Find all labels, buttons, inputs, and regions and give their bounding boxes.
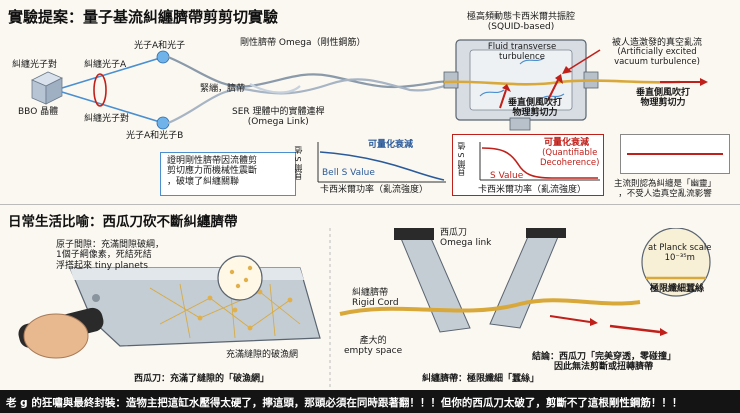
excited-turbulence-label: 被人造激發的真空亂流 (Artificially excited vacuum …	[612, 38, 702, 68]
proof-box: 證明剛性臍帶因流體剪 剪切應力而機械性震斷 ，破壞了糾纏關聯	[160, 152, 296, 196]
entanglement-ring-icon	[93, 73, 107, 107]
atom-gap-line2: 1個子綱像素，死結死結	[56, 250, 152, 261]
silk-label: 極限纖細蠶絲	[650, 284, 705, 294]
vertical-wind-label: 垂直側風吹打 物理剪切力	[508, 98, 562, 119]
cord-caption: 糾纏臍帶：極限纖細「蠶絲」	[422, 374, 540, 384]
cord-label-line2: Rigid Cord	[352, 298, 399, 309]
chart1-curve	[319, 151, 445, 181]
broken-net-label: 充滿縫隙的破漁網	[226, 350, 299, 360]
bbo-crystal-icon	[31, 71, 63, 105]
chart2-sub1: (Quantifiable	[542, 148, 598, 158]
knife-right-icon	[489, 228, 566, 329]
chart1-title: 可量化衰減	[368, 140, 414, 150]
photon-a-in-label: 糾纏光子A	[84, 60, 127, 70]
planck-label: at Planck scale 10⁻³⁵m	[648, 243, 712, 264]
footer-text: 老 g 的狂嘯與最終封裝：造物主把這缸水壓得太硬了，擰這頭，那頭必須在同時跟著翻…	[6, 397, 683, 409]
ser-label: SER 理體中的實體連桿 (Omega Link)	[232, 107, 325, 128]
conclusion-label: 結論：西瓜刀「完美穿透，零碰撞」 因此無法剪斷或扭轉臍帶	[532, 352, 676, 373]
vertical-wind-line2: 物理剪切力	[512, 108, 558, 119]
tight-label: 緊繃，臍帶	[200, 84, 246, 94]
net-nodes	[197, 289, 293, 331]
mainstream-label: 主流則認為糾纏是「幽靈」 ，不受人造真空亂流影響	[614, 179, 717, 200]
rigid-band-label: 剛性臍帶 Omega（剛性鋼筋）	[240, 38, 366, 48]
bbo-label: BBO 晶體	[18, 107, 59, 117]
chart1-xlabel: 卡西米爾功率（亂流強度）	[320, 185, 429, 195]
atom-gap-line3: 浮搭起來 tiny planets	[56, 260, 148, 271]
section-title: 日常生活比喻：西瓜刀砍不斷糾纏臍帶	[8, 214, 238, 230]
vertical-wind-line1: 垂直側風吹打	[508, 98, 563, 108]
conclusion-line2: 因此無法剪斷或扭轉臍帶	[554, 362, 654, 373]
chart2-xlabel: 卡西米爾功率（亂流強度）	[478, 185, 587, 195]
page-title: 實驗提案：量子基流糾纏臍帶剪剪切實驗	[8, 8, 279, 26]
atom-gap-label: 原子間隙：充滿間隙破綱， 1個子綱像素，死結死結 浮搭起來 tiny plane…	[56, 240, 164, 271]
chart2-sub2: Decoherence)	[540, 157, 600, 168]
gold-cord-icon	[339, 298, 641, 316]
chart2-ylabel: 貝爾 S 值	[457, 142, 466, 177]
photon-b-icon	[156, 116, 170, 130]
cord-label-line1: 糾纏臍帶	[352, 288, 389, 298]
chart2-frame	[452, 134, 604, 196]
bell-chart-2	[479, 142, 600, 181]
chart2-curve	[481, 147, 598, 179]
twisted-cord-icon	[167, 55, 456, 125]
photon-b-label: 光子A和光子B	[126, 131, 184, 141]
photon-b-in-label: 糾纏光子對	[84, 114, 130, 124]
photon-a-icon	[156, 50, 170, 64]
mainstream-chart	[620, 134, 730, 174]
fluid-turbulence-label: Fluid transverse turbulence	[480, 42, 564, 63]
squid-title-line1: 極高頻動態卡西米爾共振腔	[466, 12, 575, 22]
proof-line3: ，破壞了糾纏關聯	[167, 176, 240, 187]
fluid-line1: Fluid transverse	[487, 42, 557, 52]
proof-line2: 剪切應力而機械性震斷	[167, 166, 258, 177]
photon-a-label: 光子A和光子	[134, 41, 186, 51]
cord-label: 糾纏臍帶 Rigid Cord	[352, 288, 399, 309]
excited-line1: 被人造激發的真空亂流	[612, 38, 703, 48]
entangled-pair-label: 糾纏光子對	[12, 60, 58, 70]
squid-title: 極高頻動態卡西米爾共振腔 (SQUID-based)	[456, 12, 586, 33]
mainstream-line1: 主流則認為糾纏是「幽靈」	[614, 179, 717, 189]
experiment-diagram	[31, 39, 708, 131]
knife-left-icon	[394, 228, 471, 333]
bell-chart-1	[317, 142, 446, 183]
chart2-subtitle: (Quantifiable Decoherence)	[540, 148, 600, 169]
chart2-title: 可量化衰減	[544, 138, 590, 148]
hand-icon	[23, 313, 89, 359]
knife-label-line2: Omega link	[440, 238, 492, 249]
magnifier-icon	[217, 255, 263, 301]
chart1-ylabel: 貝爾 S 值	[294, 146, 303, 181]
right-wind-line1: 垂直側風吹打	[636, 88, 691, 98]
squid-title-line2: (SQUID-based)	[487, 22, 555, 33]
fluid-line2: turbulence	[499, 51, 545, 62]
proof-line1: 證明剛性臍帶因流體剪	[167, 156, 258, 166]
empty-line2: empty space	[344, 346, 403, 357]
analogy-diagram	[18, 228, 711, 388]
squid-chamber	[443, 39, 681, 131]
planck-line2: 10⁻³⁵m	[664, 252, 695, 263]
knife-label-line1: 西瓜刀	[440, 228, 468, 238]
excited-line2: (Artificially excited	[617, 47, 697, 58]
planck-line1: at Planck scale	[648, 243, 712, 253]
atom-gap-line1: 原子間隙：充滿間隙破綱，	[56, 240, 165, 250]
empty-space-label: 產大的 empty space	[344, 336, 402, 357]
empty-line1: 產大的	[359, 336, 387, 346]
conclusion-line1: 結論：西瓜刀「完美穿透，零碰撞」	[532, 352, 677, 362]
knife-caption: 西瓜刀：充滿了縫隙的「破漁網」	[134, 374, 270, 384]
chart2-series: S Value	[490, 171, 524, 181]
flat-line	[627, 153, 723, 155]
ser-label-line1: SER 理體中的實體連桿	[232, 107, 325, 117]
right-wind-label: 垂直側風吹打 物理剪切力	[636, 88, 690, 109]
mainstream-line2: ，不受人造真空亂流影響	[618, 188, 712, 199]
chart1-series: Bell S Value	[322, 168, 375, 178]
knife-label: 西瓜刀 Omega link	[440, 228, 491, 249]
ser-label-line2: (Omega Link)	[247, 117, 309, 128]
right-wind-line2: 物理剪切力	[640, 98, 686, 109]
excited-line3: vacuum turbulence)	[614, 57, 700, 68]
footer-band	[0, 390, 740, 413]
section-divider	[0, 204, 740, 205]
